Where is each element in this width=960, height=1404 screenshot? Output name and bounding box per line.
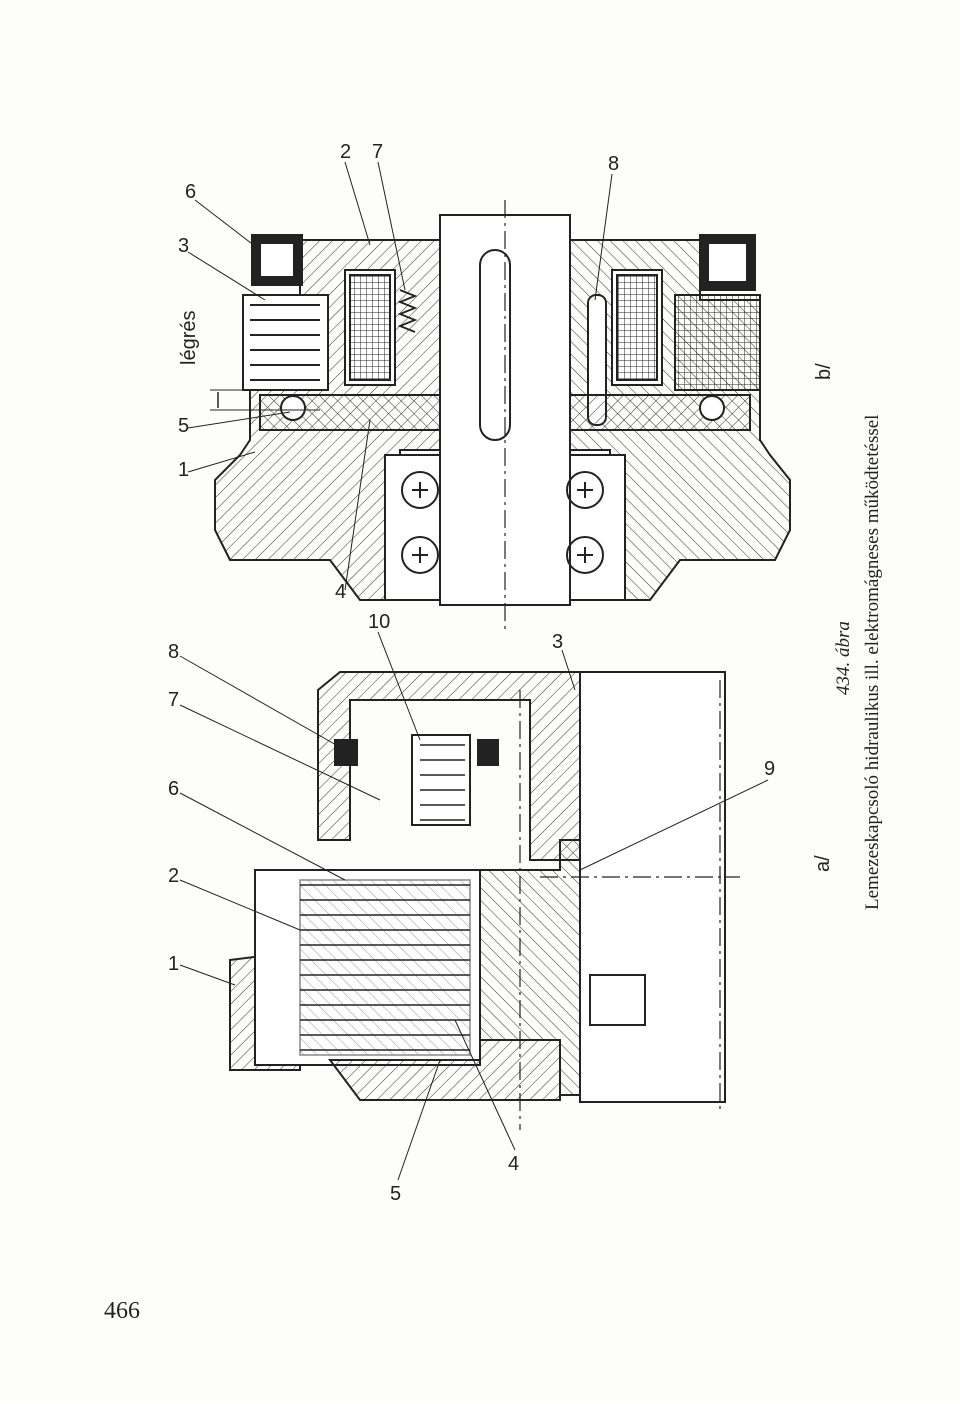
spring-10 <box>420 744 465 821</box>
callout-a-2: 2 <box>168 865 179 887</box>
seal-right <box>477 739 499 766</box>
panel-b-labels: légrés 6 3 5 1 2 7 8 4 b/ <box>178 141 835 603</box>
piston-cavity <box>411 734 471 826</box>
callout-b-1: 1 <box>178 459 189 481</box>
callout-a-1: 1 <box>168 953 179 975</box>
callout-a-6: 6 <box>168 778 179 800</box>
callout-a-7: 7 <box>168 689 179 711</box>
spring-7 <box>397 289 418 333</box>
figure-title: Lemezeskapcsoló hidraulikus ill. elektro… <box>862 415 883 910</box>
callout-b-5: 5 <box>178 415 189 437</box>
panel-b-drawing <box>214 200 791 630</box>
figure-number: 434. ábra <box>833 621 854 695</box>
panel-a-labels: 1 2 6 7 8 10 3 9 4 5 a/ <box>168 611 834 1205</box>
callout-a-3: 3 <box>552 631 563 653</box>
shaft-step <box>589 974 646 1026</box>
panel-a-drawing <box>229 671 740 1130</box>
callout-b-4: 4 <box>335 581 346 603</box>
bearings <box>384 454 626 601</box>
figure-caption: 434. ábra Lemezeskapcsoló hidraulikus il… <box>833 415 883 910</box>
ball-5 <box>280 395 306 421</box>
callout-a-9: 9 <box>764 758 775 780</box>
callout-a-8: 8 <box>168 641 179 663</box>
coil-left <box>349 274 391 381</box>
coil-right <box>616 274 658 381</box>
shaft-keyway <box>479 249 511 441</box>
callout-a-4: 4 <box>508 1153 519 1175</box>
seal-8 <box>334 739 358 766</box>
panel-b-label: b/ <box>813 363 835 380</box>
gap-label: légrés <box>178 311 200 365</box>
shaft-a <box>579 671 726 1103</box>
callout-a-5: 5 <box>390 1183 401 1205</box>
ball-5-right <box>699 395 725 421</box>
plate-pack-left <box>242 294 329 391</box>
page-number: 466 <box>104 1298 140 1324</box>
cylinder-housing <box>317 671 581 861</box>
callout-b-2: 2 <box>340 141 351 163</box>
callout-a-10: 10 <box>368 611 390 633</box>
plate-stack-2 <box>299 879 471 1056</box>
callout-b-8: 8 <box>608 153 619 175</box>
callout-b-6: 6 <box>185 181 196 203</box>
callout-b-7: 7 <box>372 141 383 163</box>
callout-b-3: 3 <box>178 235 189 257</box>
panel-a-label: a/ <box>812 855 834 872</box>
plate-pack-right <box>674 294 761 391</box>
